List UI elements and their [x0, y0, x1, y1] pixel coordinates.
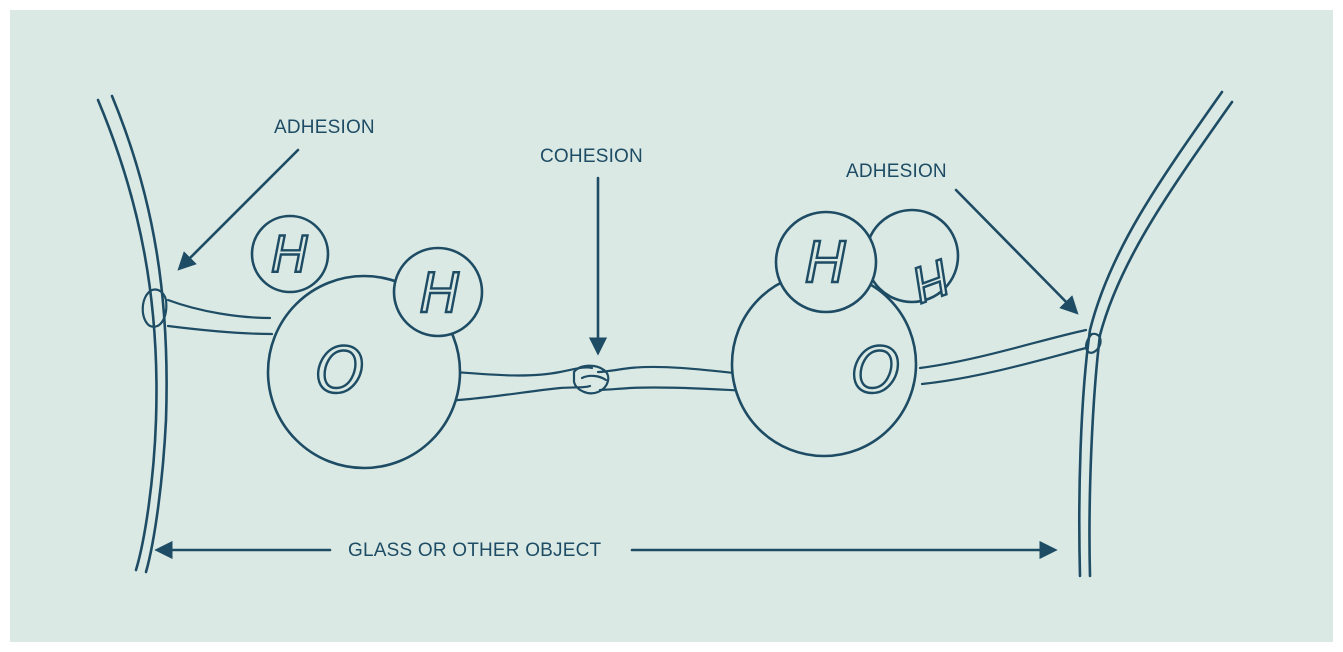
adhesion-right-arrow	[954, 188, 1079, 315]
diagram-panel	[10, 10, 1333, 642]
adhesion-right-label: ADHESION	[846, 161, 947, 182]
left-glass-wall	[96, 94, 168, 574]
left-hydrogen-1-letter: H	[271, 226, 309, 284]
right-oxygen-letter: O	[852, 334, 901, 407]
right-water-molecule: H O H	[572, 208, 1102, 458]
adhesion-left-label: ADHESION	[274, 117, 375, 138]
left-hydrogen-2-atom	[392, 246, 484, 338]
left-water-molecule: H O H	[141, 214, 594, 470]
left-oxygen-letter: O	[316, 334, 365, 407]
right-glass-wall	[1078, 90, 1234, 578]
adhesion-left-arrow	[177, 148, 300, 271]
right-hydrogen-1-letter: H	[805, 231, 847, 296]
right-molecule-wall-arm	[918, 328, 1102, 386]
left-molecule-wall-arm	[141, 288, 274, 336]
right-hydrogen-1-atom	[774, 210, 878, 314]
cohesion-label: COHESION	[540, 146, 643, 167]
clasped-hands	[572, 364, 610, 395]
glass-label: GLASS OR OTHER OBJECT	[348, 540, 602, 561]
left-hydrogen-2-letter: H	[420, 262, 461, 325]
left-hydrogen-1-atom	[250, 214, 330, 294]
